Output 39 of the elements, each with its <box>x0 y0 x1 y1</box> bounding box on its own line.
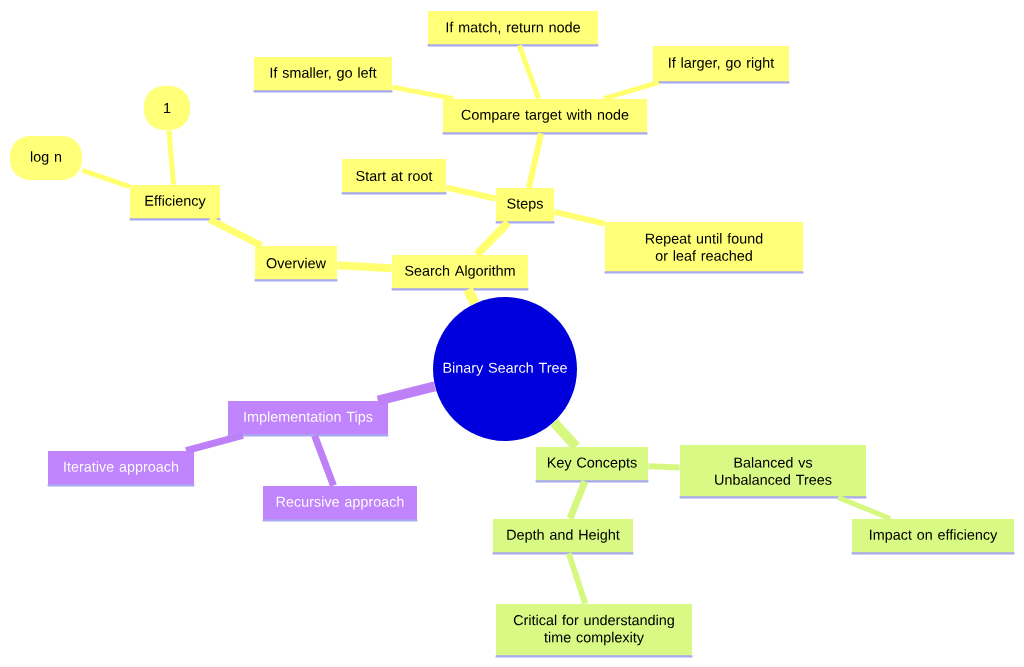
topic-box: Overview <box>254 246 338 282</box>
branch-line <box>648 463 680 471</box>
branch-line <box>837 495 892 521</box>
topic-bubble: 1 <box>144 86 190 130</box>
topic-box: Critical for understanding time complexity <box>495 604 693 658</box>
branch-line <box>445 184 497 202</box>
topic-box: Efficiency <box>129 185 221 221</box>
topic-box: Impact on efficiency <box>851 519 1015 555</box>
topic-bubble: log n <box>10 136 82 180</box>
branch-line <box>376 381 436 406</box>
branch-line <box>185 432 244 454</box>
topic-box: If larger, go right <box>652 46 790 84</box>
branch-line <box>553 208 606 227</box>
topic-box: Key Concepts <box>535 447 649 483</box>
branch-line <box>526 132 545 189</box>
branch-line <box>81 168 131 189</box>
topic-box: If smaller, go left <box>253 57 393 93</box>
topic-box: Start at root <box>341 159 447 195</box>
topic-box: If match, return node <box>427 11 599 47</box>
topic-box: Implementation Tips <box>227 401 389 437</box>
topic-box: Recursive approach <box>262 486 418 522</box>
topic-box: Depth and Height <box>492 519 634 555</box>
branch-line <box>603 80 660 101</box>
branch-line <box>391 84 454 102</box>
topic-box: Balanced vs Unbalanced Trees <box>679 445 867 499</box>
branch-line <box>565 552 589 605</box>
topic-box: Repeat until found or leaf reached <box>604 222 804 274</box>
branch-line <box>166 130 176 185</box>
topic-box: Search Algorithm <box>391 255 529 291</box>
branch-line <box>311 434 337 487</box>
topic-box: Compare target with node <box>442 99 648 135</box>
branch-line <box>474 219 511 258</box>
branch-line <box>207 216 264 249</box>
topic-box: Iterative approach <box>47 451 195 487</box>
branch-line <box>517 44 542 100</box>
topic-box: Steps <box>495 188 555 224</box>
branch-line <box>566 480 589 520</box>
branch-line <box>463 287 480 306</box>
branch-line <box>550 419 580 450</box>
